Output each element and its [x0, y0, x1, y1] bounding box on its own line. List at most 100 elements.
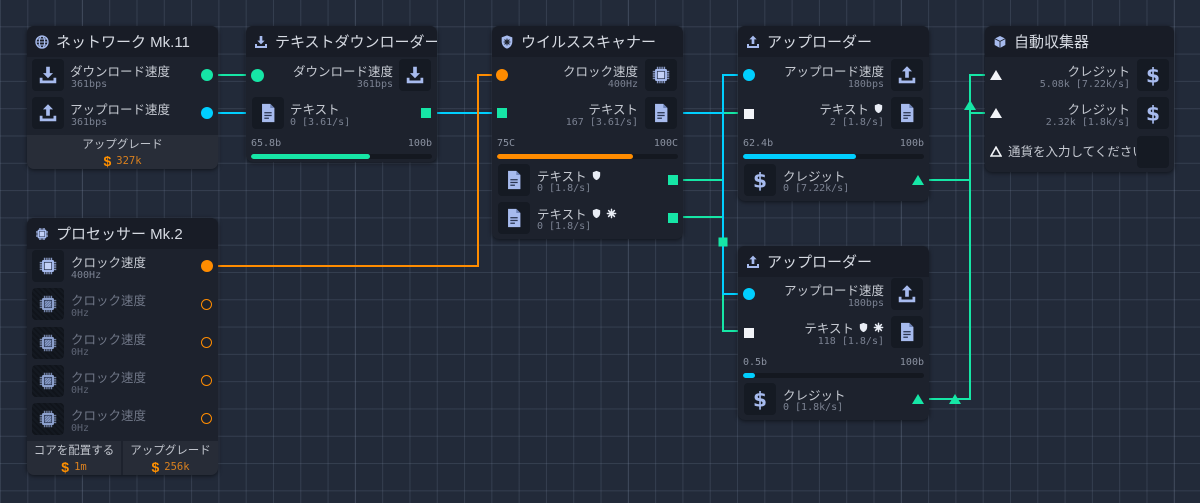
wire-scanner-text-out-2[interactable] [677, 216, 744, 332]
storage-current-label: 65.8b [251, 138, 282, 149]
label-text: テキスト [537, 170, 587, 184]
core-clock-label: クロック速度 [71, 294, 147, 308]
node-header[interactable]: 自動収集器 [985, 26, 1174, 57]
temperature-fill [497, 154, 633, 159]
node-header[interactable]: アップローダー [738, 26, 929, 57]
upload-speed-label: アップロード速度 [783, 284, 884, 298]
upload-speed-label: アップロード速度 [783, 65, 884, 79]
node-title: アップローダー [767, 254, 873, 271]
upload-icon [745, 34, 761, 50]
document-icon [896, 321, 918, 343]
temperature-bar [497, 154, 678, 159]
row-icon-box [1137, 97, 1169, 129]
wire-upload-speed-branch[interactable] [722, 74, 744, 295]
upload-speed-value: 361bps [71, 117, 108, 128]
dollar-icon [1142, 102, 1164, 124]
currency-input[interactable] [1008, 143, 1136, 161]
download-speed-output-port[interactable] [201, 69, 213, 81]
storage-progress-bar [743, 373, 924, 378]
currency-icon-box-empty [1137, 136, 1169, 168]
wire-credits[interactable] [924, 74, 991, 400]
download-speed-value: 361bps [356, 79, 393, 90]
row-icon-box [1137, 59, 1169, 91]
credit-output-value: 0 [1.8k/s] [783, 402, 844, 413]
text-input-port[interactable] [497, 108, 507, 118]
core-clock-output-port[interactable] [201, 375, 212, 386]
core-icon-box [32, 327, 64, 359]
text-output-port[interactable] [668, 213, 678, 223]
wire-clock-speed[interactable] [213, 74, 497, 267]
core-clock-value: 0Hz [71, 308, 90, 319]
text-output-port[interactable] [668, 175, 678, 185]
core-clock-label: クロック速度 [71, 256, 147, 270]
upload-speed-input-port[interactable] [743, 288, 755, 300]
node-title: ウイルススキャナー [521, 34, 657, 51]
upgrade-button[interactable]: アップグレード $ 256k [123, 441, 218, 475]
node-title: ネットワーク Mk.11 [56, 34, 190, 51]
node-header[interactable]: ネットワーク Mk.11 [27, 26, 218, 57]
temperature-max-label: 100C [653, 138, 678, 149]
row-icon-box [744, 383, 776, 415]
text-input-port[interactable] [744, 328, 754, 338]
core-icon-box [32, 250, 64, 282]
clock-speed-input-port[interactable] [496, 69, 508, 81]
storage-max-label: 100b [899, 138, 924, 149]
core-clock-output-port[interactable] [201, 299, 212, 310]
chip-icon [37, 370, 59, 392]
download-speed-label: ダウンロード速度 [70, 65, 171, 79]
node-text-downloader[interactable]: テキストダウンローダー ダウンロード速度 361bps テキスト 0 [3.61… [246, 26, 437, 162]
text-input-label: テキスト [804, 318, 884, 337]
credit-output-port[interactable] [912, 394, 924, 404]
upgrade-label: アップグレード [82, 139, 163, 151]
row-icon-box [891, 59, 923, 91]
credit-output-value: 0 [7.22k/s] [783, 183, 850, 194]
wire-direction-arrow [949, 394, 961, 404]
upload-speed-value: 180bps [847, 298, 884, 309]
upload-speed-value: 180bps [847, 79, 884, 90]
wire-junction-node[interactable] [718, 237, 728, 247]
core-clock-label: クロック速度 [71, 333, 147, 347]
shield-icon [591, 170, 602, 181]
virus-icon [606, 208, 617, 219]
currency-input-port[interactable] [990, 146, 1002, 157]
chip-icon [37, 293, 59, 315]
node-header[interactable]: アップローダー [738, 246, 929, 277]
virus-scanner-icon [499, 34, 515, 50]
credit-input-port[interactable] [990, 70, 1002, 80]
shield-icon [858, 322, 869, 333]
node-auto-collector[interactable]: 自動収集器 クレジット 5.08k [7.22k/s] クレジット 2.32k … [985, 26, 1174, 172]
node-header[interactable]: テキストダウンローダー [246, 26, 437, 57]
upload-speed-input-port[interactable] [743, 69, 755, 81]
upload-speed-label: アップロード速度 [70, 103, 171, 117]
upgrade-button[interactable]: アップグレード $ 327k [27, 135, 218, 169]
download-speed-label: ダウンロード速度 [292, 65, 393, 79]
core-icon-box [32, 288, 64, 320]
core-clock-output-port[interactable] [201, 413, 212, 424]
place-core-button[interactable]: コアを配置する $ 1m [27, 441, 121, 475]
node-header[interactable]: プロセッサー Mk.2 [27, 218, 218, 249]
core-clock-value: 0Hz [71, 347, 90, 358]
text-input-port[interactable] [744, 109, 754, 119]
download-speed-input-port[interactable] [251, 69, 264, 82]
wire-scanner-text-out-1[interactable] [677, 112, 744, 181]
upgrade-label: アップグレード [130, 445, 211, 457]
node-network[interactable]: ネットワーク Mk.11 ダウンロード速度 361bps アップロード速度 36… [27, 26, 218, 169]
node-header[interactable]: ウイルススキャナー [492, 26, 683, 57]
node-uploader-2[interactable]: アップローダー アップロード速度 180bps テキスト 118 [1.8/s]… [738, 246, 929, 420]
node-uploader-1[interactable]: アップローダー アップロード速度 180bps テキスト 2 [1.8/s] 6… [738, 26, 929, 201]
upload-speed-output-port[interactable] [201, 107, 213, 119]
upload-icon [896, 64, 918, 86]
node-processor[interactable]: プロセッサー Mk.2 クロック速度 400Hz クロック速度 0Hz クロック… [27, 218, 218, 475]
credit-output-port[interactable] [912, 175, 924, 185]
text-output-port[interactable] [421, 108, 431, 118]
core-clock-value: 400Hz [71, 270, 102, 281]
core-clock-output-port[interactable] [201, 337, 212, 348]
wire-direction-arrow [964, 100, 976, 110]
credit-input-port[interactable] [990, 108, 1002, 118]
document-icon [503, 207, 525, 229]
node-virus-scanner[interactable]: ウイルススキャナー クロック速度 400Hz テキスト 167 [3.61/s]… [492, 26, 683, 239]
core-clock-output-port[interactable] [201, 260, 213, 272]
row-icon-box [252, 97, 284, 129]
place-core-price: $ 1m [61, 460, 86, 474]
